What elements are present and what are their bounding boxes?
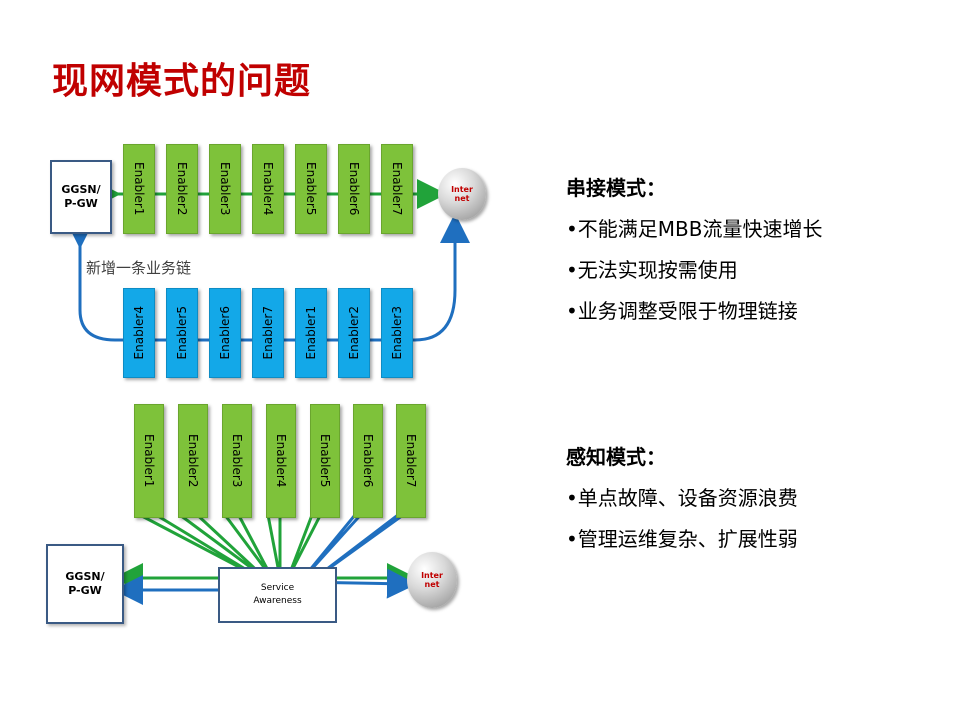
- serial-mode-item: •无法实现按需使用: [566, 258, 738, 282]
- enabler-label: Enabler7: [404, 434, 418, 488]
- top-blue-enabler: Enabler5: [166, 288, 198, 378]
- top-green-enabler: Enabler1: [123, 144, 155, 234]
- bottom-enabler: Enabler4: [266, 404, 296, 518]
- enabler-label: Enabler4: [261, 162, 275, 216]
- internet-label: Internet: [451, 185, 473, 203]
- enabler-label: Enabler1: [132, 162, 146, 216]
- page-title: 现网模式的问题: [52, 61, 312, 102]
- top-blue-enabler: Enabler7: [252, 288, 284, 378]
- serial-mode-heading: 串接模式：: [566, 176, 666, 200]
- new-chain-note: 新增一条业务链: [86, 259, 192, 277]
- top-green-enabler: Enabler7: [381, 144, 413, 234]
- aware-mode-panel: 感知模式： •单点故障、设备资源浪费 •管理运维复杂、扩展性弱: [566, 441, 798, 552]
- bottom-internet-globe: Internet: [407, 552, 457, 608]
- enabler-label: Enabler2: [175, 162, 189, 216]
- top-green-enabler: Enabler4: [252, 144, 284, 234]
- enabler-label: Enabler3: [230, 434, 244, 488]
- top-blue-chain: [65, 213, 470, 342]
- top-blue-enabler: Enabler3: [381, 288, 413, 378]
- top-green-enabler: Enabler6: [338, 144, 370, 234]
- enabler-label: Enabler2: [347, 306, 361, 360]
- aware-mode-item: •单点故障、设备资源浪费: [566, 486, 798, 510]
- bottom-gateway-line2: P-GW: [68, 584, 102, 597]
- service-awareness-box: Service Awareness: [218, 567, 337, 623]
- internet-label: Internet: [421, 571, 443, 589]
- top-blue-enabler: Enabler6: [209, 288, 241, 378]
- top-gateway-line1: GGSN/: [61, 183, 101, 196]
- bottom-gateway-line1: GGSN/: [65, 570, 105, 583]
- serial-mode-item: •业务调整受限于物理链接: [566, 299, 798, 323]
- enabler-label: Enabler1: [142, 434, 156, 488]
- top-blue-enabler: Enabler1: [295, 288, 327, 378]
- bottom-enabler: Enabler3: [222, 404, 252, 518]
- enabler-label: Enabler2: [186, 434, 200, 488]
- enabler-label: Enabler3: [218, 162, 232, 216]
- top-green-enabler: Enabler2: [166, 144, 198, 234]
- enabler-label: Enabler6: [218, 306, 232, 360]
- top-internet-globe: Internet: [438, 168, 486, 220]
- bottom-enabler: Enabler7: [396, 404, 426, 518]
- top-green-enabler: Enabler3: [209, 144, 241, 234]
- top-blue-enabler: Enabler2: [338, 288, 370, 378]
- enabler-label: Enabler1: [304, 306, 318, 360]
- aware-mode-item: •管理运维复杂、扩展性弱: [566, 527, 798, 551]
- enabler-label: Enabler6: [347, 162, 361, 216]
- enabler-label: Enabler7: [390, 162, 404, 216]
- top-gateway-line2: P-GW: [64, 197, 98, 210]
- enabler-label: Enabler6: [361, 434, 375, 488]
- bottom-gateway-box: GGSN/ P-GW: [46, 544, 124, 624]
- enabler-label: Enabler5: [175, 306, 189, 360]
- bottom-enabler: Enabler1: [134, 404, 164, 518]
- bottom-enabler: Enabler6: [353, 404, 383, 518]
- top-green-enabler: Enabler5: [295, 144, 327, 234]
- enabler-label: Enabler5: [318, 434, 332, 488]
- service-awareness-line1: Service: [260, 583, 295, 593]
- top-blue-enabler: Enabler4: [123, 288, 155, 378]
- enabler-label: Enabler7: [261, 306, 275, 360]
- serial-mode-item: •不能满足MBB流量快速增长: [566, 217, 823, 241]
- top-gateway-box: GGSN/ P-GW: [50, 160, 112, 234]
- service-awareness-line2: Awareness: [253, 596, 302, 606]
- enabler-label: Enabler3: [390, 306, 404, 360]
- bottom-enabler: Enabler2: [178, 404, 208, 518]
- enabler-label: Enabler4: [132, 306, 146, 360]
- aware-mode-heading: 感知模式：: [566, 445, 666, 469]
- serial-mode-panel: 串接模式： •不能满足MBB流量快速增长 •无法实现按需使用 •业务调整受限于物…: [566, 172, 823, 324]
- bottom-enabler: Enabler5: [310, 404, 340, 518]
- enabler-label: Enabler4: [274, 434, 288, 488]
- enabler-label: Enabler5: [304, 162, 318, 216]
